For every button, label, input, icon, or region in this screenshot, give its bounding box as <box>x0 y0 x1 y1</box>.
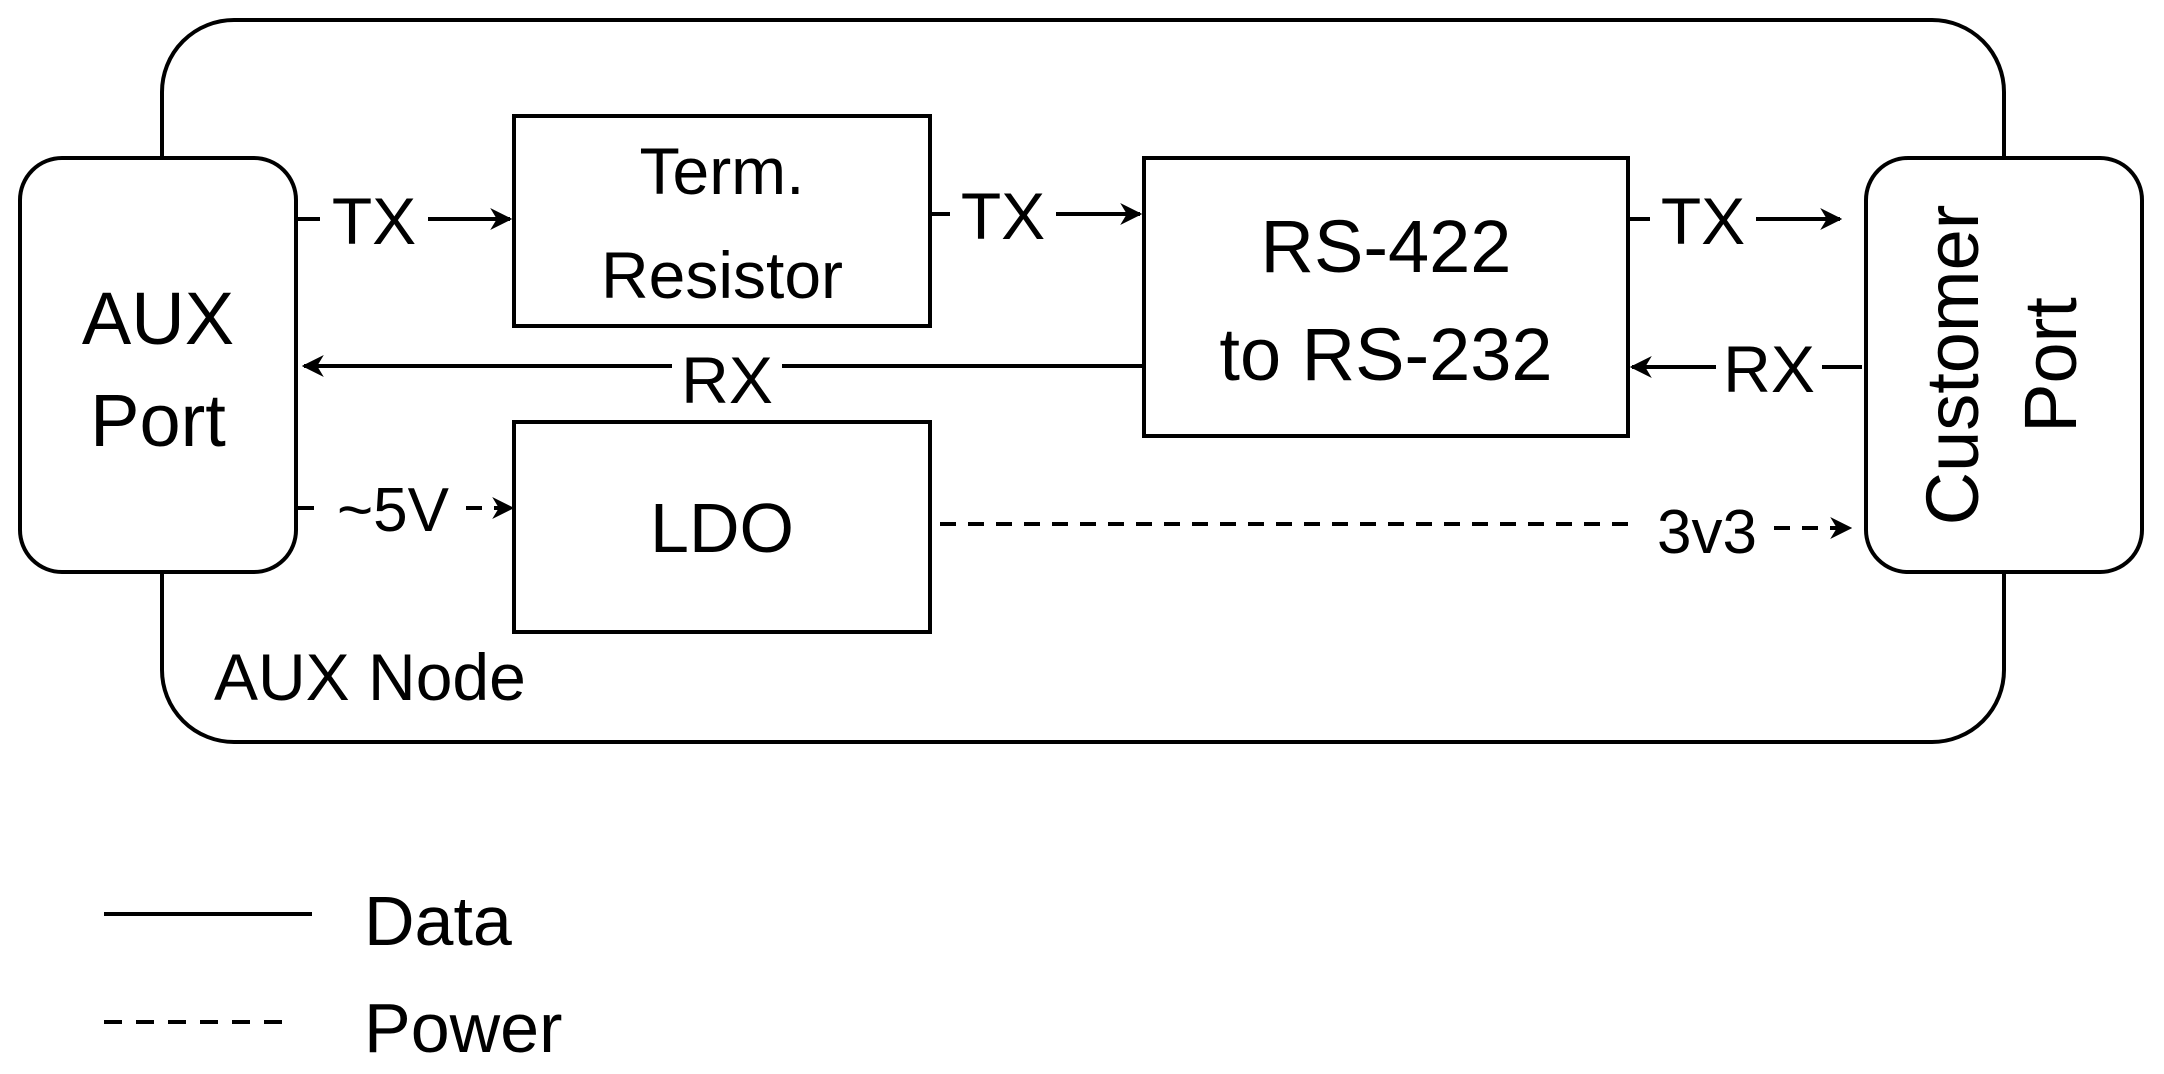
tx-label-3: TX <box>1661 184 1745 258</box>
term-resistor-label-line2: Resistor <box>601 238 843 312</box>
term-resistor-label-line1: Term. <box>640 134 805 208</box>
legend-data-label: Data <box>364 882 512 960</box>
customer-port-block: Customer Port <box>1864 156 2144 574</box>
aux-port-label-line2: Port <box>90 379 226 462</box>
customer-port-label-line1: Customer <box>1911 205 1994 526</box>
tx-line-term-to-converter: TX <box>932 179 1143 253</box>
customer-port-label-line2: Port <box>2009 297 2092 433</box>
rx-line-converter-to-aux: RX <box>301 343 1142 417</box>
aux-port-label-line1: AUX <box>82 277 234 360</box>
power-line-ldo-to-customer: 3v3 <box>940 498 1853 567</box>
aux-port-block: AUX Port <box>18 156 298 574</box>
ldo-label: LDO <box>650 489 794 567</box>
legend-power-label: Power <box>364 989 562 1067</box>
converter-label-line2: to RS-232 <box>1219 313 1552 396</box>
v3-label: 3v3 <box>1657 498 1757 567</box>
v5-label: ~5V <box>337 476 450 545</box>
converter-label-line1: RS-422 <box>1261 205 1512 288</box>
rx-label-main: RX <box>681 343 773 417</box>
power-line-aux-to-ldo: ~5V <box>298 476 515 545</box>
tx-label-1: TX <box>332 184 416 258</box>
rx-line-customer-to-converter: RX <box>1629 332 1862 406</box>
ldo-block: LDO <box>512 420 932 634</box>
tx-line-aux-to-term: TX <box>298 184 513 258</box>
legend: Data Power <box>104 882 562 1067</box>
term-resistor-block: Term. Resistor <box>512 114 932 328</box>
tx-line-converter-to-customer: TX <box>1630 184 1843 258</box>
aux-node-label: AUX Node <box>214 640 526 714</box>
tx-label-2: TX <box>961 179 1045 253</box>
converter-block: RS-422 to RS-232 <box>1142 156 1630 438</box>
rx-label-right: RX <box>1723 332 1815 406</box>
